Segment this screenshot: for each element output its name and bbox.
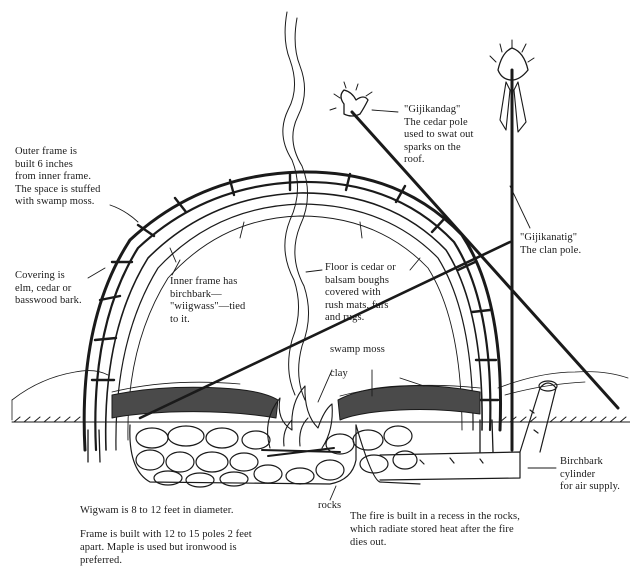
label-gijikanatig: "Gijikanatig" The clan pole. bbox=[520, 232, 581, 257]
label-clay: clay bbox=[330, 368, 348, 381]
leader-lines bbox=[88, 110, 556, 500]
label-inner-frame: Inner frame has birchbark— "wiigwass"—ti… bbox=[170, 276, 245, 326]
label-outer-frame: Outer frame is built 6 inches from inner… bbox=[15, 146, 101, 209]
label-gijikandag: "Gijikandag" The cedar pole used to swat… bbox=[404, 104, 474, 167]
smoke bbox=[283, 12, 309, 400]
label-swamp-moss: swamp moss bbox=[330, 344, 385, 357]
note-fire: The fire is built in a recess in the roc… bbox=[350, 510, 520, 549]
label-birchbark-cylinder: Birchbark cylinder for air supply. bbox=[560, 456, 620, 494]
frame-poles bbox=[88, 420, 493, 462]
note-frame-built: Frame is built with 12 to 15 poles 2 fee… bbox=[80, 528, 252, 567]
label-covering: Covering is elm, cedar or basswood bark. bbox=[15, 270, 82, 308]
background-hills bbox=[12, 371, 628, 420]
label-rocks: rocks bbox=[318, 500, 341, 513]
label-floor: Floor is cedar or balsam boughs covered … bbox=[325, 262, 396, 325]
fire bbox=[262, 386, 340, 456]
note-diameter: Wigwam is 8 to 12 feet in diameter. bbox=[80, 504, 234, 517]
